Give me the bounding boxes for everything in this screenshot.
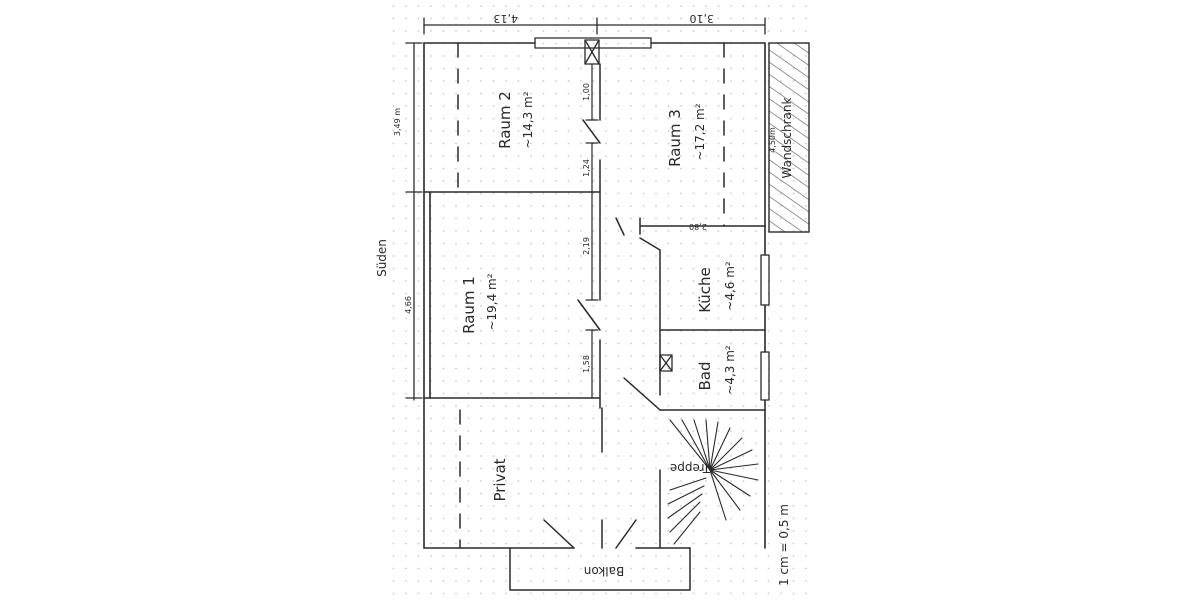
dimension-top: [423, 17, 766, 35]
raum3-area: ~17,2 m²: [693, 103, 707, 160]
raum2-area: ~14,3 m²: [521, 91, 535, 148]
bad-area: ~4,3 m²: [723, 345, 737, 395]
bad-label: Bad: [696, 361, 714, 390]
dashed-partitions: [457, 42, 725, 549]
raum1-area: ~19,4 m²: [485, 273, 499, 330]
wandschrank: [768, 42, 810, 233]
outer-walls: [423, 42, 766, 549]
dim-top-left: 4,13: [494, 12, 519, 25]
privat-label: Privat: [491, 458, 509, 501]
wandschrank-dim: 4,50m: [768, 127, 777, 153]
raum3-label: Raum 3: [666, 109, 684, 167]
dim-door-raum2-mid: 1,24: [582, 159, 591, 177]
staircase: [667, 419, 759, 545]
top-window: [534, 37, 652, 49]
wandschrank-label: Wandschrank: [780, 97, 794, 178]
compass-label: Süden: [375, 239, 389, 277]
scale-note: 1 cm = 0,5 m: [777, 504, 791, 586]
kueche-label: Küche: [696, 267, 714, 313]
dim-raum1-upper: 2,19: [582, 237, 591, 255]
dim-left-upper: 3,49 m: [393, 108, 402, 136]
dim-raum1-lower: 1,58: [582, 355, 591, 373]
raum2-label: Raum 2: [496, 91, 514, 149]
dim-left-lower: 4,66: [404, 296, 413, 314]
dim-door-raum2-top: 1,00: [582, 83, 591, 101]
inner-dimension-lines: [585, 63, 599, 399]
balkon-outline: [509, 547, 691, 591]
bath-vent: [659, 354, 673, 372]
raum1-label: Raum 1: [460, 276, 478, 334]
right-windows: [760, 254, 770, 401]
dimension-left: [405, 42, 423, 401]
treppe-label: Treppe: [670, 461, 711, 475]
dim-raum3-width: 2,80: [689, 222, 707, 231]
kueche-area: ~4,6 m²: [723, 261, 737, 311]
balkon-label: Balkon: [584, 564, 624, 578]
dim-top-right: 3,10: [690, 12, 715, 25]
door-swings: [543, 119, 661, 549]
interior-walls: [423, 63, 766, 549]
